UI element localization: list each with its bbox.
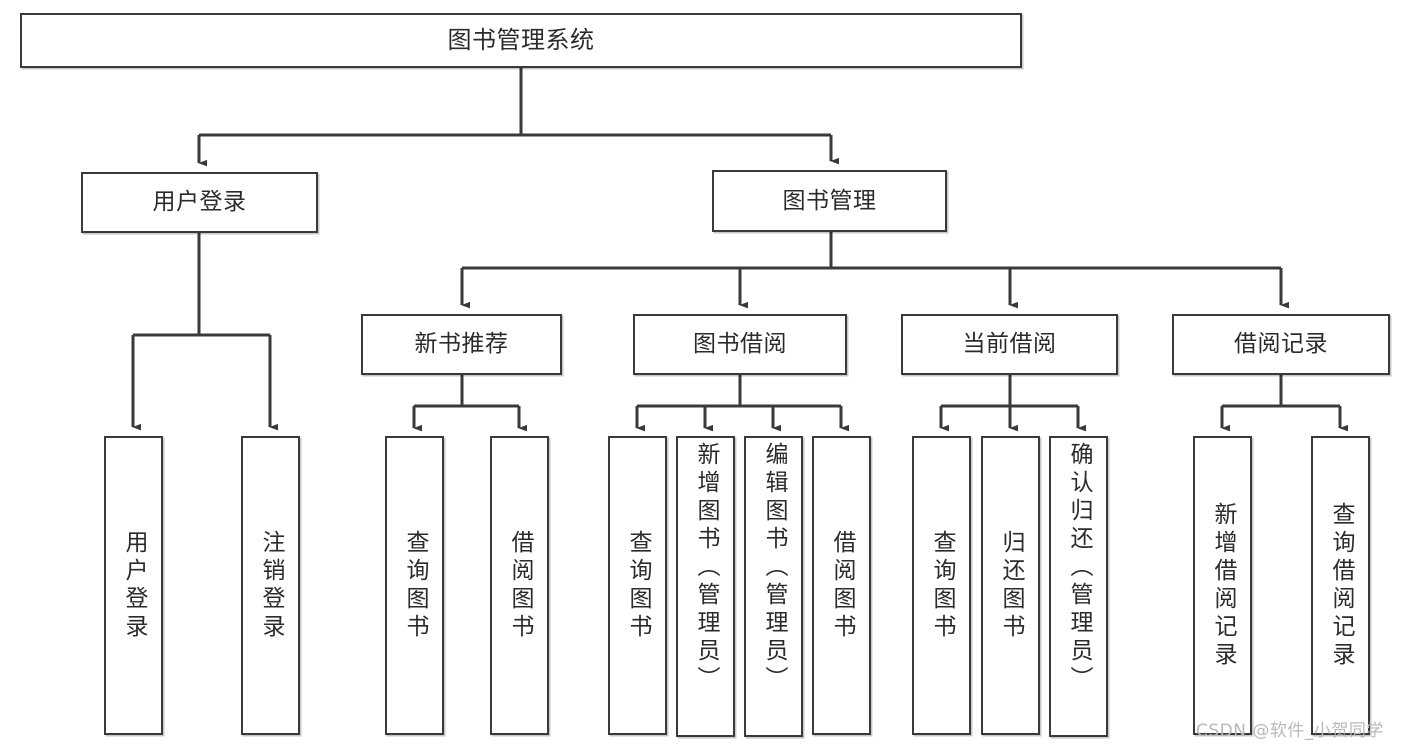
node-label: 新书推荐 <box>414 331 509 358</box>
leaf-current-return-book[interactable]: 归还图书 <box>981 436 1040 735</box>
node-label: 查询借阅记录 <box>1328 501 1354 670</box>
leaf-recommend-query-book[interactable]: 查询图书 <box>385 436 444 735</box>
node-root-system[interactable]: 图书管理系统 <box>20 13 1022 68</box>
node-book-borrow[interactable]: 图书借阅 <box>633 314 847 375</box>
node-book-management[interactable]: 图书管理 <box>712 170 947 232</box>
node-label: 借阅记录 <box>1234 331 1328 358</box>
node-label: 查询图书 <box>929 529 955 642</box>
node-label: 借阅图书 <box>829 529 855 642</box>
node-label: 新增图书（管理员） <box>693 442 719 694</box>
node-label: 用户登录 <box>152 189 247 216</box>
node-label: 借阅图书 <box>507 529 533 642</box>
node-borrow-record[interactable]: 借阅记录 <box>1172 314 1390 375</box>
leaf-borrow-add-book[interactable]: 新增图书（管理员） <box>676 436 735 737</box>
node-new-book-recommend[interactable]: 新书推荐 <box>361 314 562 375</box>
node-label: 当前借阅 <box>962 331 1057 358</box>
node-label: 编辑图书（管理员） <box>761 442 787 694</box>
node-label: 图书借阅 <box>693 331 787 358</box>
leaf-record-add-record[interactable]: 新增借阅记录 <box>1193 436 1252 735</box>
csdn-watermark: CSDN @软件_小贺同学 <box>1196 721 1384 741</box>
node-label: 用户登录 <box>121 529 147 642</box>
leaf-borrow-query-book[interactable]: 查询图书 <box>608 436 667 735</box>
node-label: 图书管理系统 <box>447 25 595 54</box>
leaf-current-confirm-return[interactable]: 确认归还（管理员） <box>1049 436 1108 737</box>
leaf-record-query-record[interactable]: 查询借阅记录 <box>1311 436 1370 735</box>
leaf-user-logout[interactable]: 注销登录 <box>241 436 300 735</box>
node-label: 确认归还（管理员） <box>1066 442 1092 694</box>
node-label: 归还图书 <box>998 529 1024 642</box>
node-label: 图书管理 <box>782 187 877 214</box>
leaf-borrow-borrow-book[interactable]: 借阅图书 <box>812 436 871 735</box>
leaf-user-login[interactable]: 用户登录 <box>104 436 163 735</box>
node-label: 新增借阅记录 <box>1210 501 1236 670</box>
node-user-login[interactable]: 用户登录 <box>81 172 318 233</box>
leaf-current-query-book[interactable]: 查询图书 <box>912 436 971 735</box>
node-current-borrow[interactable]: 当前借阅 <box>901 314 1118 375</box>
node-label: 查询图书 <box>402 529 428 642</box>
node-label: 注销登录 <box>258 529 284 642</box>
node-label: 查询图书 <box>625 529 651 642</box>
leaf-borrow-edit-book[interactable]: 编辑图书（管理员） <box>744 436 803 737</box>
leaf-recommend-borrow-book[interactable]: 借阅图书 <box>490 436 549 735</box>
